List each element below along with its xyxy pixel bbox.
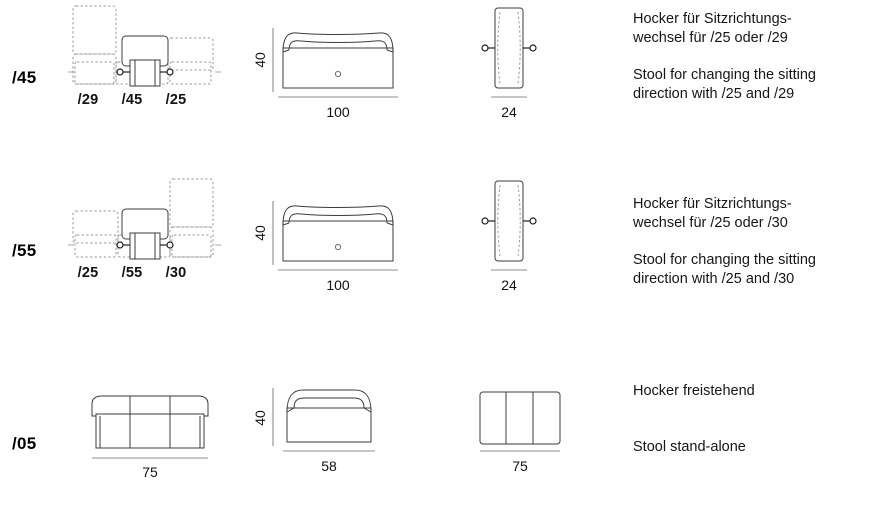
spec-row: /45 bbox=[0, 0, 879, 173]
front-height-label: 40 bbox=[252, 225, 268, 241]
side-width-label: 24 bbox=[501, 104, 517, 120]
front-height-label: 40 bbox=[252, 410, 268, 426]
plan-label-left: /25 bbox=[77, 265, 99, 281]
plan-drawing bbox=[68, 178, 221, 260]
row-code-label: /45 bbox=[12, 68, 37, 87]
description-en: Stool for changing the sitting direction… bbox=[633, 252, 816, 287]
spec-row: /05 75 bbox=[0, 346, 879, 519]
plan-width-label: 75 bbox=[142, 464, 158, 480]
front-width-label: 100 bbox=[326, 277, 350, 293]
plan-label-centre: /55 bbox=[121, 265, 143, 281]
side-view: 24 bbox=[455, 173, 605, 293]
front-width-label: 100 bbox=[326, 104, 350, 120]
row-code-label: /05 bbox=[12, 434, 37, 453]
front-drawing bbox=[272, 28, 398, 98]
plan-label-right: /30 bbox=[165, 265, 187, 281]
front-height-label: 40 bbox=[252, 52, 268, 68]
plan-drawing bbox=[91, 395, 209, 459]
description-en: Stool stand-alone bbox=[633, 439, 746, 455]
side-drawing bbox=[481, 7, 537, 98]
row-code-label: /55 bbox=[12, 241, 37, 260]
plan-view: /29 /45 /25 bbox=[60, 0, 230, 108]
description-de: Hocker freistehend bbox=[633, 383, 755, 399]
front-view: 40 100 bbox=[245, 0, 435, 120]
spec-row: /55 bbox=[0, 173, 879, 346]
front-view: 40 58 bbox=[245, 346, 435, 474]
front-drawing bbox=[272, 388, 375, 452]
description-en: Stool for changing the sitting direction… bbox=[633, 67, 816, 102]
front-width-label: 58 bbox=[321, 458, 337, 474]
plan-view: /25 /55 /30 bbox=[60, 173, 230, 281]
side-view: 75 bbox=[455, 346, 605, 474]
plan-view: 75 bbox=[60, 346, 230, 480]
plan-label-centre: /45 bbox=[121, 92, 143, 108]
side-width-label: 24 bbox=[501, 277, 517, 293]
side-drawing bbox=[481, 180, 537, 271]
side-drawing bbox=[479, 391, 561, 452]
plan-label-right: /25 bbox=[165, 92, 187, 108]
plan-drawing bbox=[68, 5, 221, 87]
side-view: 24 bbox=[455, 0, 605, 120]
plan-label-left: /29 bbox=[77, 92, 99, 108]
front-view: 40 100 bbox=[245, 173, 435, 293]
front-drawing bbox=[272, 201, 398, 271]
side-width-label: 75 bbox=[512, 458, 528, 474]
description-de: Hocker für Sitzrichtungs- wechsel für /2… bbox=[633, 196, 792, 231]
description-de: Hocker für Sitzrichtungs- wechsel für /2… bbox=[633, 11, 792, 46]
